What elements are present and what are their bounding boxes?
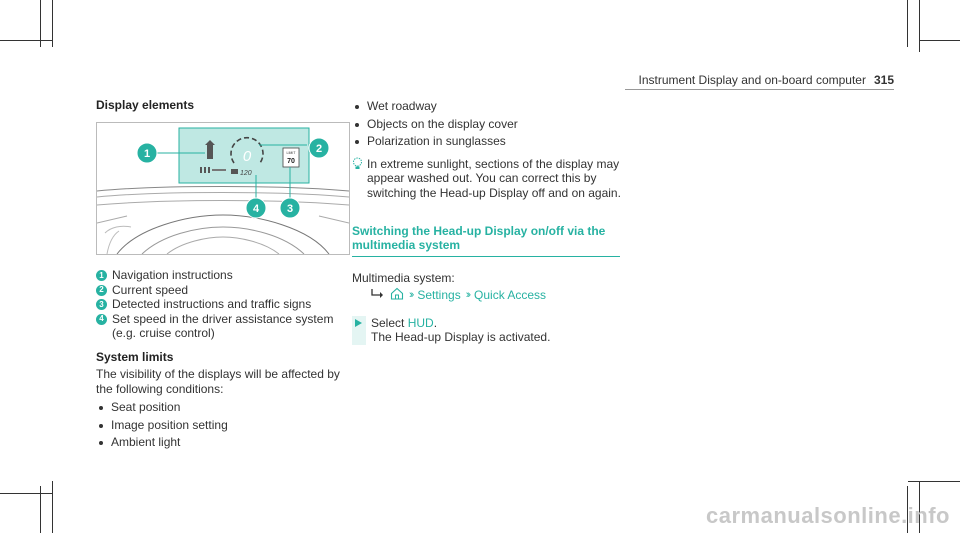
figure-legend: 1 Navigation instructions 2 Current spee… bbox=[96, 268, 348, 341]
legend-item: 1 Navigation instructions bbox=[96, 268, 348, 283]
limit-value: 70 bbox=[287, 158, 295, 165]
path-arrow-icon bbox=[371, 288, 385, 302]
chevron-right-icon: ›› bbox=[409, 288, 415, 301]
running-header: Instrument Display and on-board computer… bbox=[639, 73, 894, 87]
hud-illustration: 0 120 LIMIT 70 1 2 4 3 bbox=[97, 127, 349, 254]
multimedia-label: Multimedia system: bbox=[352, 270, 455, 285]
condition-list: Wet roadway Objects on the display cover… bbox=[352, 98, 622, 151]
legend-number: 2 bbox=[96, 284, 107, 296]
cruise-control-icon bbox=[231, 169, 238, 174]
crop-mark bbox=[0, 493, 52, 494]
callout-1: 1 bbox=[144, 148, 150, 160]
set-speed-readout: 120 bbox=[240, 170, 252, 177]
header-rule bbox=[625, 89, 894, 90]
hud-figure: 0 120 LIMIT 70 1 2 4 3 bbox=[96, 122, 350, 255]
callout-3: 3 bbox=[287, 203, 293, 215]
select-prefix: Select bbox=[371, 315, 405, 330]
crop-mark bbox=[919, 0, 920, 52]
menu-path: ›› Settings ›› Quick Access bbox=[352, 287, 622, 303]
legend-item: 3 Detected instructions and traffic sign… bbox=[96, 297, 348, 312]
action-marker-icon bbox=[352, 315, 366, 345]
crop-mark bbox=[908, 481, 960, 482]
list-item: Objects on the display cover bbox=[352, 116, 622, 134]
crop-mark bbox=[907, 486, 908, 533]
legend-number: 1 bbox=[96, 270, 107, 281]
left-column: Display elements bbox=[96, 98, 350, 452]
select-suffix: . bbox=[433, 315, 438, 330]
list-item: Polarization in sunglasses bbox=[352, 133, 622, 151]
home-icon[interactable] bbox=[390, 287, 404, 303]
crop-mark bbox=[52, 481, 53, 533]
section-heading-switching-hud: Switching the Head-up Display on/off via… bbox=[352, 224, 620, 257]
action-step: Select HUD. The Head-up Display is activ… bbox=[352, 315, 622, 345]
crop-mark bbox=[0, 40, 52, 41]
hud-option[interactable]: HUD bbox=[407, 315, 434, 330]
path-settings[interactable]: Settings bbox=[417, 287, 461, 302]
speed-readout: 0 bbox=[243, 148, 252, 165]
action-result: The Head-up Display is activated. bbox=[371, 330, 551, 345]
callout-2: 2 bbox=[316, 143, 322, 155]
legend-text: Current speed bbox=[112, 282, 189, 297]
list-item: Seat position bbox=[96, 399, 348, 417]
crop-mark bbox=[907, 0, 908, 47]
system-limits-intro: The visibility of the displays will be a… bbox=[96, 366, 340, 396]
note-text: In extreme sunlight, sections of the dis… bbox=[367, 156, 621, 200]
chevron-right-icon: ›› bbox=[465, 288, 472, 301]
section-heading-display-elements: Display elements bbox=[96, 98, 195, 112]
list-item: Wet roadway bbox=[352, 98, 622, 116]
crop-mark bbox=[919, 481, 920, 533]
limit-label: LIMIT bbox=[287, 151, 297, 155]
legend-item: 2 Current speed bbox=[96, 283, 348, 298]
crop-mark bbox=[40, 486, 41, 533]
crop-mark bbox=[919, 40, 960, 41]
legend-text: Navigation instructions bbox=[112, 268, 233, 282]
legend-item: 4 Set speed in the driver assistance sys… bbox=[96, 312, 348, 341]
callout-4: 4 bbox=[253, 203, 260, 215]
running-title: Instrument Display and on-board computer bbox=[638, 73, 866, 87]
legend-number: 3 bbox=[96, 299, 107, 311]
speed-limit-sign-icon bbox=[282, 147, 300, 168]
legend-text: Set speed in the driver assistance syste… bbox=[112, 311, 334, 341]
system-limits-list: Seat position Image position setting Amb… bbox=[96, 399, 348, 452]
action-instruction: Select HUD. bbox=[371, 316, 622, 331]
page-number: 315 bbox=[873, 73, 894, 87]
system-limits-title: System limits bbox=[96, 349, 174, 364]
crop-mark bbox=[40, 0, 41, 47]
lightbulb-icon bbox=[352, 157, 363, 174]
legend-text: Detected instructions and traffic signs bbox=[112, 297, 312, 312]
info-note: In extreme sunlight, sections of the dis… bbox=[352, 157, 622, 201]
legend-number: 4 bbox=[96, 313, 107, 325]
crop-mark bbox=[52, 0, 53, 47]
navigation-arrow-icon bbox=[200, 140, 226, 173]
list-item: Ambient light bbox=[96, 434, 348, 452]
watermark: carmanualsonline.info bbox=[706, 503, 950, 528]
path-quick-access[interactable]: Quick Access bbox=[474, 287, 547, 302]
list-item: Image position setting bbox=[96, 417, 348, 435]
right-column: Wet roadway Objects on the display cover… bbox=[352, 98, 622, 345]
